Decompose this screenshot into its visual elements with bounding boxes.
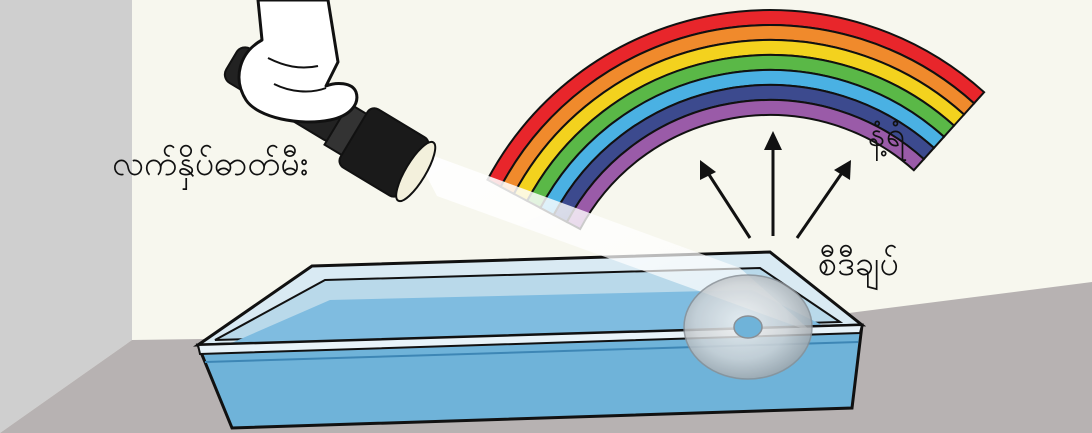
cd-label: စီဒီချပ်: [818, 247, 899, 281]
rainbow-label: နံ့ရံ: [868, 118, 905, 152]
cd-disc-icon: [684, 275, 812, 379]
flashlight-label: လက်နှိပ်ဓာတ်မီး: [112, 147, 308, 181]
